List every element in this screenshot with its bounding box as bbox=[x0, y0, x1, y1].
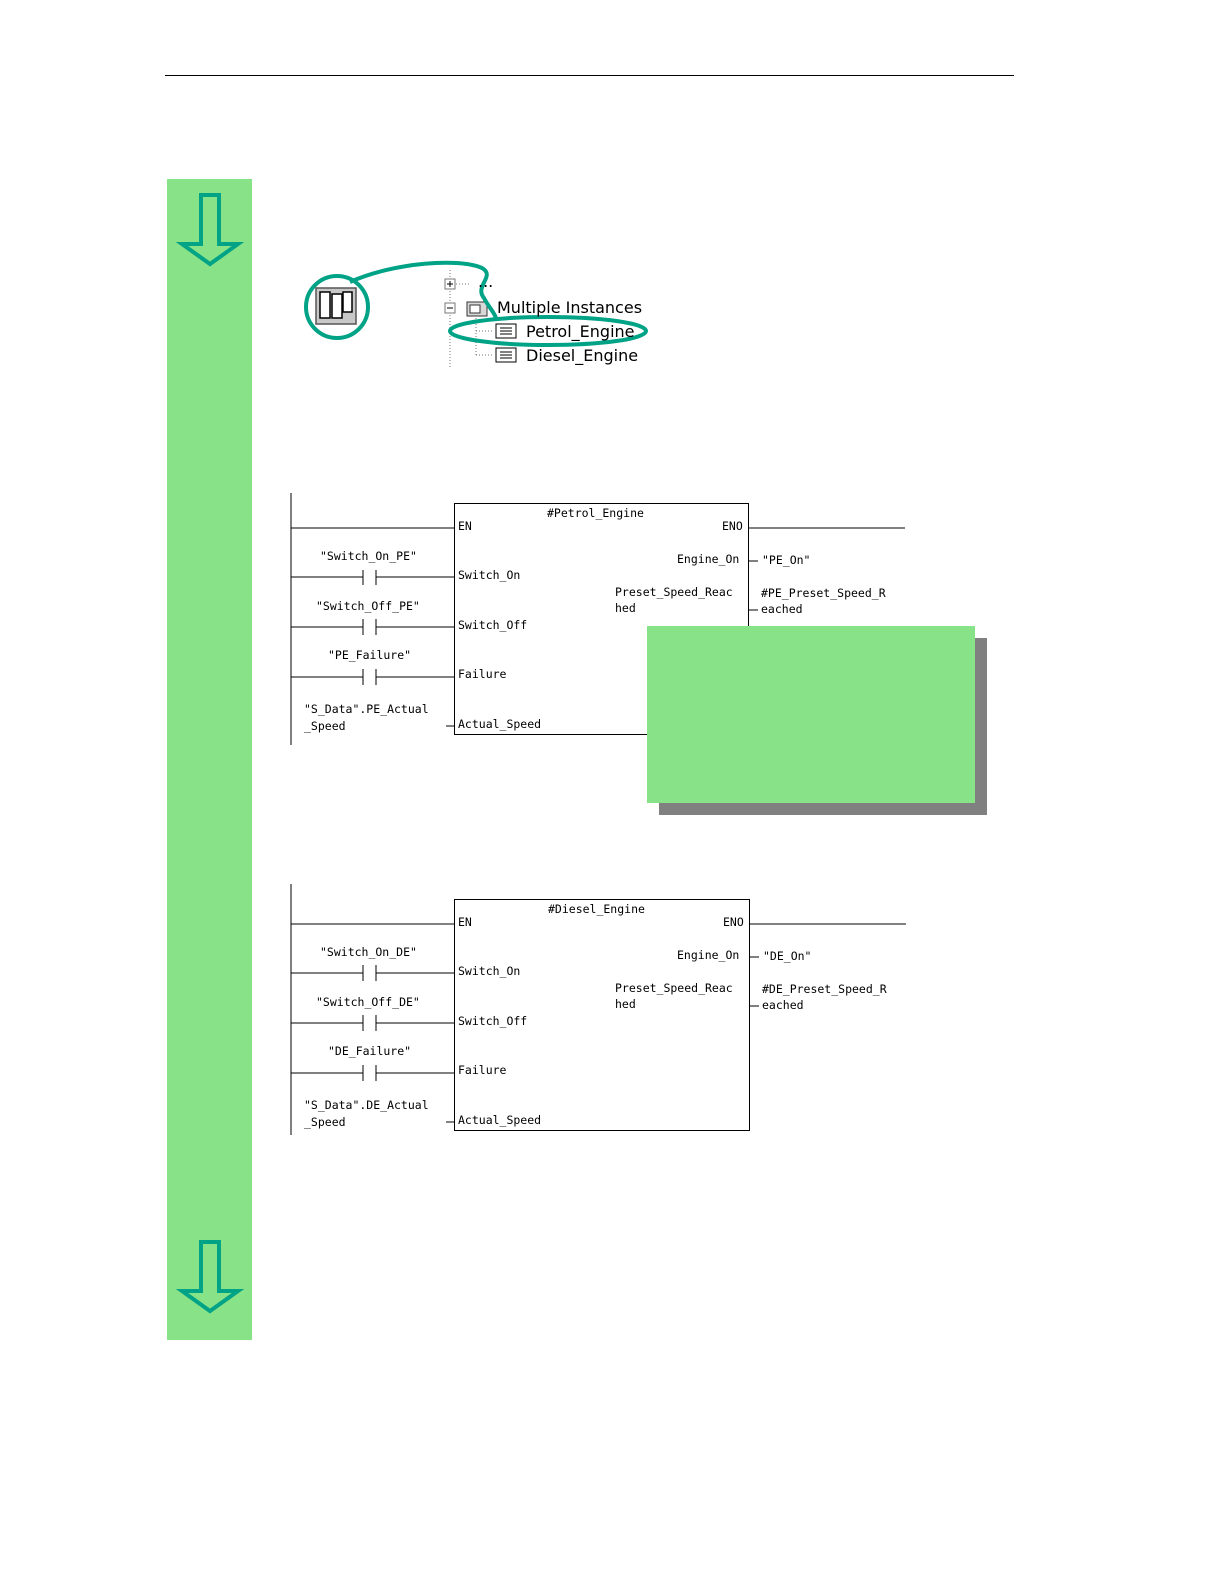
pin-input: Switch_On bbox=[458, 964, 521, 978]
folder-icon bbox=[466, 301, 488, 317]
top-rule bbox=[165, 75, 1014, 76]
tree-item-diesel-engine[interactable]: Diesel_Engine bbox=[526, 346, 639, 365]
callout-curve bbox=[349, 260, 498, 319]
callout-box bbox=[647, 626, 975, 803]
pin-output-engine-on: Engine_On bbox=[677, 948, 740, 962]
pin-output-engine-on: Engine_On bbox=[677, 552, 740, 566]
expand-plus-icon bbox=[444, 278, 456, 290]
operand-output-preset-line1: #DE_Preset_Speed_R bbox=[762, 982, 887, 996]
contact-symbol bbox=[291, 669, 454, 685]
instance-icon-petrol bbox=[495, 323, 517, 339]
pin-output-preset-line2: hed bbox=[615, 601, 636, 615]
tree-folder-multiple-instances[interactable]: Multiple Instances bbox=[497, 298, 643, 317]
pin-analog: Actual_Speed bbox=[458, 1113, 542, 1127]
operand-output-preset-line2: eached bbox=[762, 998, 804, 1012]
multi-instance-toolbar-icon bbox=[304, 274, 370, 340]
operand-analog-line2: _Speed bbox=[304, 1115, 346, 1129]
pin-input: Failure bbox=[458, 667, 507, 681]
fb-title-diesel: #Diesel_Engine bbox=[548, 902, 645, 916]
operand-output-engine-on: "DE_On" bbox=[763, 949, 812, 963]
pin-input: Switch_Off bbox=[458, 618, 528, 632]
contact-symbol bbox=[291, 1015, 454, 1031]
operand-analog-line2: _Speed bbox=[304, 719, 346, 733]
pin-output-preset-line1: Preset_Speed_Reac bbox=[615, 981, 733, 995]
tree-item-petrol-engine[interactable]: Petrol_Engine bbox=[526, 322, 635, 341]
operand-contact: "Switch_Off_DE" bbox=[316, 995, 420, 1009]
down-arrow-icon-bottom bbox=[175, 1240, 245, 1314]
operand-contact: "Switch_On_PE" bbox=[320, 549, 417, 563]
operand-contact: "Switch_On_DE" bbox=[320, 945, 417, 959]
collapse-minus-icon bbox=[444, 302, 456, 314]
pin-en: EN bbox=[458, 915, 472, 929]
operand-contact: "PE_Failure" bbox=[328, 648, 412, 662]
operand-output-preset-line2: eached bbox=[761, 602, 803, 616]
instance-icon-diesel bbox=[495, 347, 517, 363]
pin-eno: ENO bbox=[723, 915, 744, 929]
pin-eno: ENO bbox=[722, 519, 743, 533]
pin-input: Failure bbox=[458, 1063, 507, 1077]
highlight-ellipse bbox=[448, 315, 648, 347]
contact-symbol bbox=[291, 570, 454, 585]
operand-contact: "DE_Failure" bbox=[328, 1044, 412, 1058]
pin-en: EN bbox=[458, 519, 472, 533]
pin-input: Switch_On bbox=[458, 568, 521, 582]
tree-collapsed-item[interactable]: ... bbox=[478, 272, 494, 291]
pin-output-preset-line1: Preset_Speed_Reac bbox=[615, 585, 733, 599]
down-arrow-icon-top bbox=[175, 193, 245, 267]
fb-title-petrol: #Petrol_Engine bbox=[547, 506, 644, 520]
operand-output-engine-on: "PE_On" bbox=[762, 553, 811, 567]
contact-symbol bbox=[291, 965, 454, 981]
pin-analog: Actual_Speed bbox=[458, 717, 542, 731]
contact-symbol bbox=[291, 619, 454, 635]
operand-analog-line1: "S_Data".DE_Actual bbox=[304, 1098, 429, 1112]
operand-output-preset-line1: #PE_Preset_Speed_R bbox=[761, 586, 886, 600]
step-sidebar bbox=[167, 179, 252, 1340]
pin-output-preset-line2: hed bbox=[615, 997, 636, 1011]
operand-contact: "Switch_Off_PE" bbox=[316, 599, 420, 613]
operand-analog-line1: "S_Data".PE_Actual bbox=[304, 702, 429, 716]
contact-symbol bbox=[291, 1065, 454, 1081]
pin-input: Switch_Off bbox=[458, 1014, 528, 1028]
